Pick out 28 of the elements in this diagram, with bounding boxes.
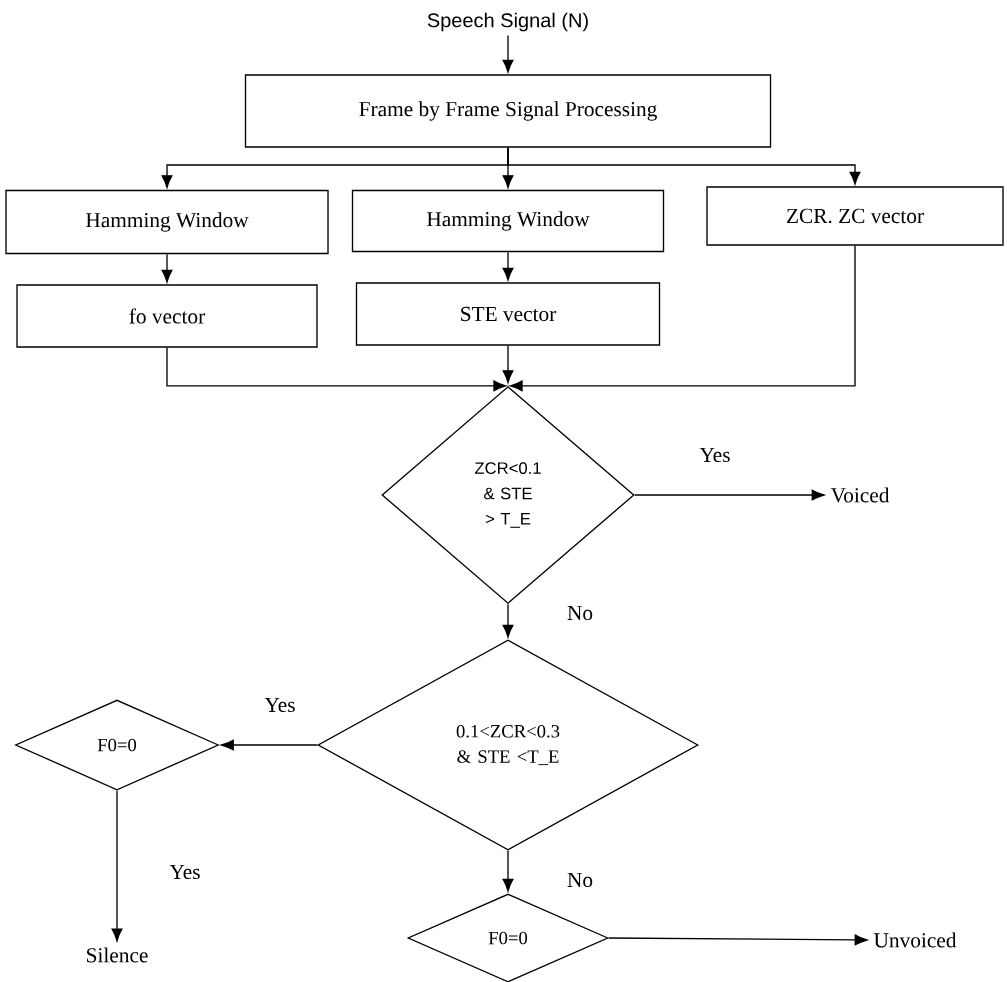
arrow — [221, 739, 318, 751]
output-label: Voiced — [830, 487, 890, 503]
arrow — [166, 347, 507, 392]
arrow — [502, 603, 514, 638]
edge-label: Yes — [168, 863, 202, 881]
edge-label: No — [565, 871, 595, 889]
edge-label: No — [565, 604, 595, 622]
arrow — [161, 253, 173, 283]
edge-label: Yes — [698, 446, 732, 464]
arrow — [502, 850, 514, 892]
arrow — [507, 147, 861, 185]
edge-label: Yes — [263, 696, 297, 714]
arrow — [111, 790, 123, 942]
process-box: Hamming Window — [5, 189, 329, 255]
process-box: Frame by Frame Signal Processing — [244, 74, 772, 148]
process-box: STE vector — [355, 282, 661, 346]
process-box: fo vector — [16, 284, 318, 348]
arrow — [502, 251, 514, 281]
process-box: Hamming Window — [351, 189, 665, 253]
output-label: Silence — [87, 947, 148, 963]
process-box: ZCR. ZC vector — [706, 186, 1004, 246]
arrow — [502, 345, 514, 383]
arrow — [502, 34, 514, 73]
arrow — [634, 489, 825, 501]
output-label: Unvoiced — [874, 932, 957, 948]
input-label: Speech Signal (N) — [427, 12, 588, 32]
arrow — [509, 245, 856, 392]
arrow — [608, 934, 868, 946]
